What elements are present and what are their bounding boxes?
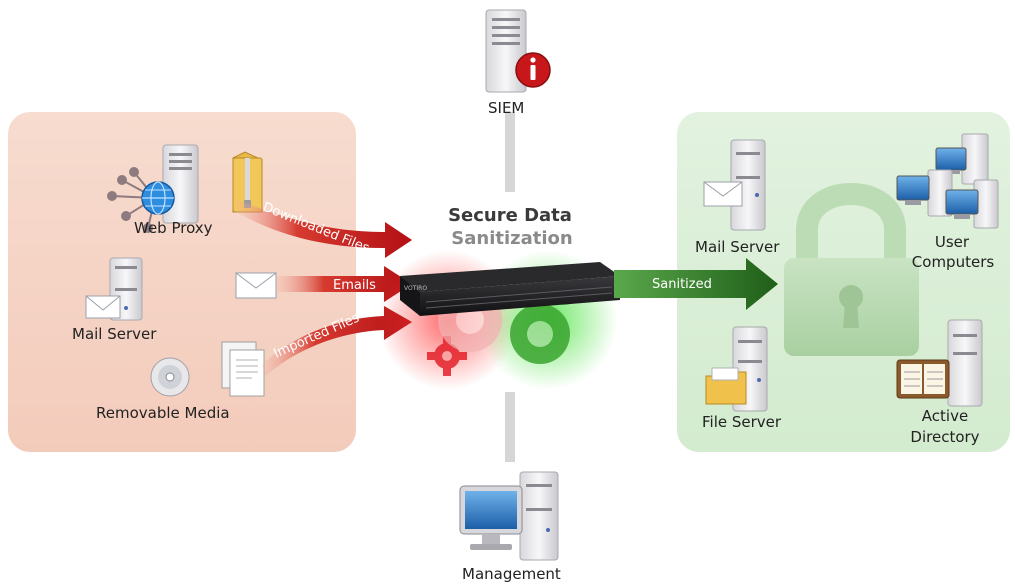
globe-icon xyxy=(141,181,175,215)
spine-bottom xyxy=(505,392,515,462)
spine-top xyxy=(505,112,515,192)
diagram-title-line2: Sanitization xyxy=(451,228,572,249)
user-computers-icon xyxy=(896,133,999,229)
web-proxy-server-icon xyxy=(162,144,199,224)
right-mail-server-label: Mail Server xyxy=(695,238,780,256)
zip-folder-icon xyxy=(232,151,263,213)
left-mail-server-label: Mail Server xyxy=(72,325,157,343)
diagram-title-line1: Secure Data xyxy=(448,205,572,226)
web-proxy-label: Web Proxy xyxy=(134,219,213,237)
sanitized-label: Sanitized xyxy=(652,277,712,292)
folder-icon xyxy=(705,367,747,405)
document-icon xyxy=(221,341,265,397)
appliance-icon: VOTIRO xyxy=(400,262,620,316)
left-mail-envelope-icon xyxy=(85,295,121,319)
right-mail-envelope-icon xyxy=(703,181,743,207)
management-label: Management xyxy=(462,565,561,583)
active-directory-label-line2: Directory xyxy=(910,428,980,446)
imported-files-arrow xyxy=(262,306,412,376)
active-directory-label-line1: Active xyxy=(921,407,969,425)
management-workstation-icon xyxy=(459,471,559,561)
info-icon xyxy=(515,52,551,88)
active-directory-server-icon xyxy=(947,319,983,407)
sanitized-arrow xyxy=(614,258,778,310)
lock-icon xyxy=(784,183,919,356)
emails-label: Emails xyxy=(333,278,376,293)
removable-media-label: Removable Media xyxy=(96,404,230,422)
emails-arrow xyxy=(276,266,412,302)
cd-icon xyxy=(150,357,190,397)
red-gear-icon xyxy=(427,336,467,376)
downloaded-files-arrow xyxy=(236,200,412,258)
siem-label: SIEM xyxy=(488,99,525,117)
user-computers-label-line2: Computers xyxy=(911,253,995,271)
svg-text:VOTIRO: VOTIRO xyxy=(404,285,427,292)
user-computers-label-line1: User xyxy=(934,233,970,251)
email-envelope-icon xyxy=(235,272,277,299)
file-server-label: File Server xyxy=(702,413,782,431)
address-book-icon xyxy=(896,359,950,399)
